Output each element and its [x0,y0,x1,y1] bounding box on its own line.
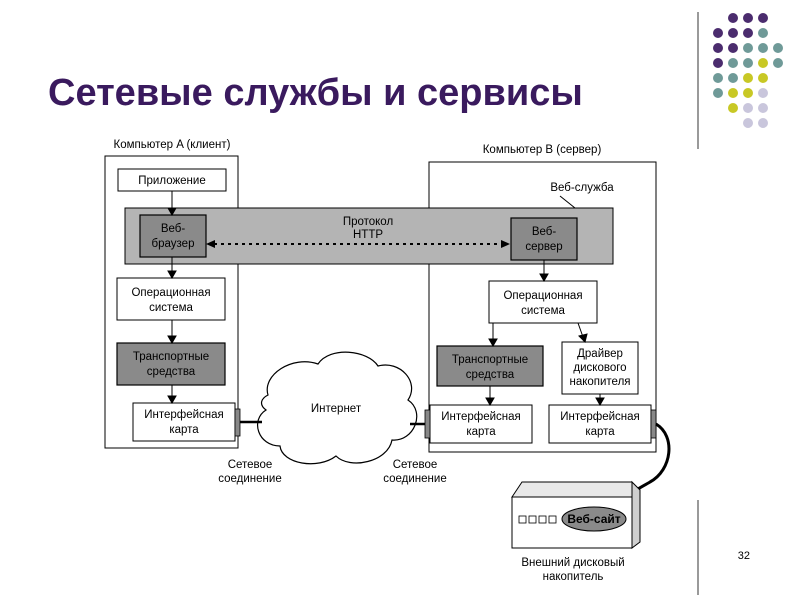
decorative-dot [773,58,783,68]
web-server-label-line2: сервер [525,241,562,253]
decorative-dot [758,58,768,68]
server-nic-label-line1: Интерфейсная [441,411,521,423]
http-arrow-left [206,240,215,248]
server-arrows [485,260,605,407]
decorative-dot [728,43,738,53]
website-badge [561,506,627,532]
protocol-label-line2: HTTP [353,229,383,241]
server-nic-port [424,409,431,439]
server-os-label-line1: Операционная [503,290,582,302]
internet-cloud [257,351,418,465]
decorative-dot [743,118,753,128]
client-nic-box [132,402,236,442]
driver-label-line1: Драйвер [577,348,623,360]
net-conn-left-line1: Сетевое [228,459,273,471]
client-nic-label-line2: карта [169,424,199,436]
disk-label-line2: накопитель [543,571,604,583]
decorative-dot [713,28,723,38]
computer-a-label: Компьютер A (клиент) [114,139,231,151]
driver-label-line2: дискового [573,362,626,374]
net-conn-right-line1: Сетевое [393,459,438,471]
computer-b-label: Компьютер B (сервер) [483,144,602,156]
server-nic-box [429,404,533,444]
decorative-dot [743,43,753,53]
decorative-dot [743,13,753,23]
client-os-label-line1: Операционная [131,287,210,299]
driver-label-line3: накопителя [569,376,630,388]
disk-top [511,481,633,498]
web-browser-box [139,214,207,258]
disk-driver-box [561,341,639,395]
website-label: Веб-сайт [567,512,620,526]
server-transport-label-line1: Транспортные [452,354,528,366]
client-os-label-line2: система [149,302,193,314]
disk-nic-box [548,404,652,444]
decorative-dot [713,88,723,98]
decorative-dot [773,43,783,53]
decorative-dot [758,13,768,23]
server-transport-box [436,345,544,387]
disk-nic-label-line2: карта [585,426,615,438]
web-server-box [510,217,578,261]
decorative-dot [728,88,738,98]
divider-line [697,12,699,149]
computer-a-frame [104,155,239,449]
server-os-box [488,280,598,324]
browser-label-line1: Веб- [161,223,186,235]
client-transport-label-line1: Транспортные [133,351,209,363]
decorative-dot [743,88,753,98]
disk-nic-port [650,409,657,439]
client-os-box [116,277,226,321]
client-arrows [167,191,177,405]
web-service-pointer [559,195,576,209]
slide-title: Сетевые службы и сервисы [48,72,583,114]
decorative-dot [713,58,723,68]
decorative-dot [758,73,768,83]
page-number: 32 [737,550,750,562]
decorative-dot [743,28,753,38]
internet-label: Интернет [311,403,362,415]
disk-label-line1: Внешний дисковый [521,557,624,569]
divider-line-bottom [697,500,699,595]
decorative-dot [758,28,768,38]
client-nic-port [234,408,241,437]
decorative-dot [758,88,768,98]
client-transport-label-line2: средства [147,366,196,378]
application-label: Приложение [138,175,205,187]
disk-indicators [518,515,557,524]
decorative-dot [728,73,738,83]
browser-label-line2: браузер [152,238,195,250]
client-nic-label-line1: Интерфейсная [144,409,224,421]
server-transport-label-line2: средства [466,369,515,381]
decorative-dot [728,13,738,23]
decorative-dot [713,43,723,53]
disk-side [631,480,641,549]
decorative-dot [743,103,753,113]
server-os-label-line2: система [521,305,565,317]
web-service-label: Веб-служба [550,182,614,194]
decorative-dot [758,118,768,128]
disk-nic-label-line1: Интерфейсная [560,411,640,423]
protocol-label-line1: Протокол [343,216,393,228]
decorative-dot [743,73,753,83]
decorative-dot [728,28,738,38]
decorative-dot [728,58,738,68]
server-nic-label-line2: карта [466,426,496,438]
decorative-dot [758,103,768,113]
decorative-dot [728,103,738,113]
decorative-dot [713,73,723,83]
decorative-dot [743,58,753,68]
computer-b-frame [428,161,657,453]
decorative-dot [758,43,768,53]
web-server-label-line1: Веб- [532,226,557,238]
http-arrow-right [501,240,510,248]
net-conn-right-line2: соединение [383,473,446,485]
client-transport-box [116,342,226,386]
net-conn-left-line2: соединение [218,473,281,485]
